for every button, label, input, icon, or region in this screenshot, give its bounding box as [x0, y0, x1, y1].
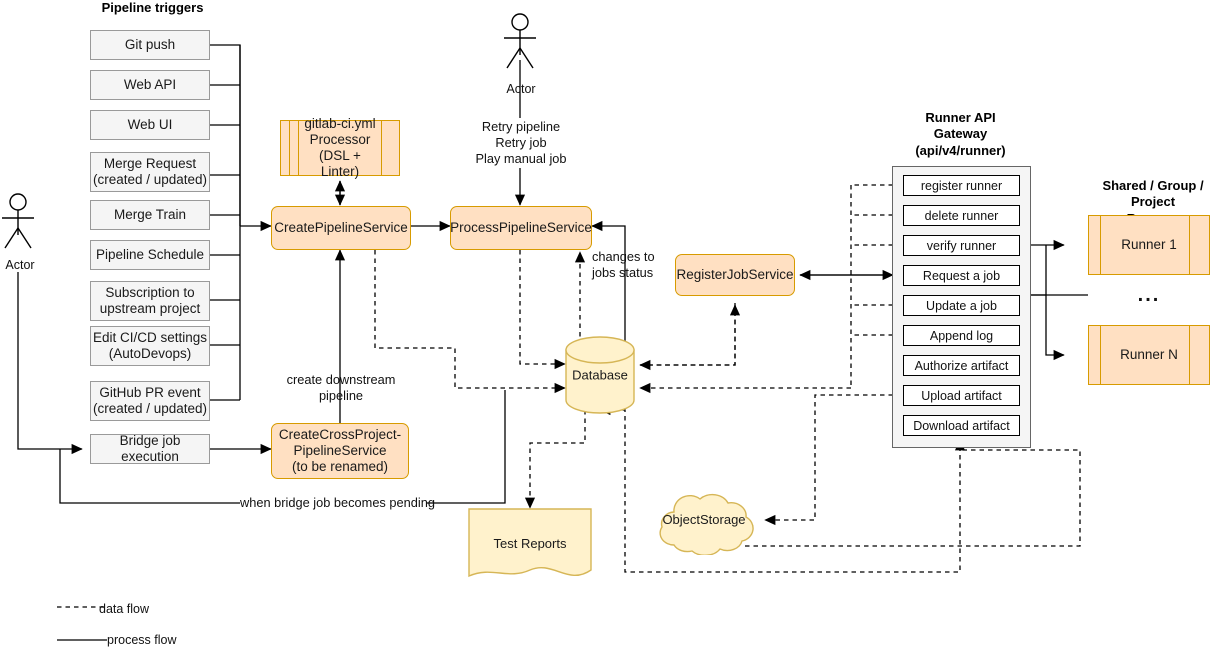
legend-solid-sample	[57, 639, 107, 641]
runners-title: Shared / Group / Project Runners	[1102, 178, 1204, 226]
trigger-merge-request[interactable]: Merge Request (created / updated)	[90, 152, 210, 192]
trigger-edit-cicd-settings[interactable]: Edit CI/CD settings (AutoDevops)	[90, 326, 210, 366]
legend-data-flow-label: data flow	[99, 602, 150, 616]
actor-top-label: Actor	[506, 82, 536, 96]
trigger-web-ui[interactable]: Web UI	[90, 110, 210, 140]
api-update-a-job[interactable]: Update a job	[903, 295, 1020, 316]
database-label: Database	[572, 367, 628, 383]
test-reports-document[interactable]: Test Reports	[468, 508, 592, 582]
runner-n[interactable]: Runner N	[1088, 325, 1210, 385]
trigger-pipeline-schedule[interactable]: Pipeline Schedule	[90, 240, 210, 270]
legend-process-flow-label: process flow	[107, 633, 177, 647]
create-downstream-pipeline-label: create downstream pipeline	[286, 372, 396, 403]
object-storage-cloud[interactable]: ObjectStorage	[648, 487, 760, 556]
trigger-git-push[interactable]: Git push	[90, 30, 210, 60]
actor-top-icon	[504, 13, 536, 69]
api-authorize-artifact[interactable]: Authorize artifact	[903, 355, 1020, 376]
api-request-a-job[interactable]: Request a job	[903, 265, 1020, 286]
api-upload-artifact[interactable]: Upload artifact	[903, 385, 1020, 406]
api-register-runner[interactable]: register runner	[903, 175, 1020, 196]
runners-ellipsis: ...	[1137, 284, 1161, 306]
test-reports-label: Test Reports	[493, 536, 567, 551]
trigger-web-api[interactable]: Web API	[90, 70, 210, 100]
runner-1-label: Runner 1	[1121, 237, 1177, 253]
database-cylinder[interactable]: Database	[565, 336, 635, 414]
runner-api-gateway-title: Runner API Gateway (api/v4/runner)	[915, 110, 1006, 158]
trigger-bridge-job-execution[interactable]: Bridge job execution	[90, 433, 210, 464]
api-append-log[interactable]: Append log	[903, 325, 1020, 346]
bridge-pending-label: when bridge job becomes pending	[240, 495, 435, 511]
actor-left-icon	[2, 193, 34, 249]
process-pipeline-service[interactable]: ProcessPipelineService	[450, 206, 592, 250]
changes-to-jobs-status-label: changes to jobs status	[592, 249, 655, 280]
runner-1[interactable]: Runner 1	[1088, 215, 1210, 275]
trigger-github-pr-event[interactable]: GitHub PR event (created / updated)	[90, 381, 210, 421]
processor-label: gitlab-ci.yml Processor (DSL + Linter)	[304, 116, 376, 179]
gitlab-ci-yml-processor[interactable]: gitlab-ci.yml Processor (DSL + Linter)	[280, 116, 400, 179]
api-verify-runner[interactable]: verify runner	[903, 235, 1020, 256]
create-cross-project-pipeline-service[interactable]: CreateCrossProject- PipelineService (to …	[271, 423, 409, 479]
trigger-subscription-upstream[interactable]: Subscription to upstream project	[90, 281, 210, 321]
pipeline-triggers-title: Pipeline triggers	[101, 0, 204, 15]
actor-left-label: Actor	[5, 258, 35, 272]
retry-edge-label: Retry pipeline Retry job Play manual job	[475, 119, 567, 166]
api-download-artifact[interactable]: Download artifact	[903, 415, 1020, 436]
create-pipeline-service[interactable]: CreatePipelineService	[271, 206, 411, 250]
api-delete-runner[interactable]: delete runner	[903, 205, 1020, 226]
register-job-service[interactable]: RegisterJobService	[675, 254, 795, 296]
object-storage-label: ObjectStorage	[662, 512, 746, 527]
trigger-merge-train[interactable]: Merge Train	[90, 200, 210, 230]
runner-n-label: Runner N	[1120, 347, 1178, 363]
